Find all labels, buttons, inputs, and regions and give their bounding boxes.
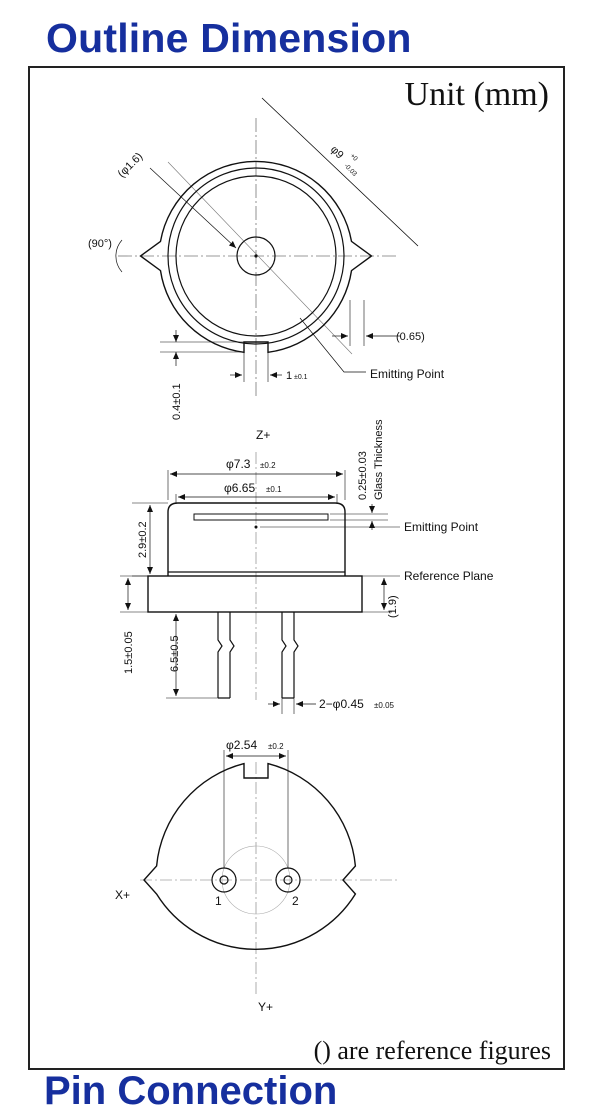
axis-y-label: Y+ <box>258 1000 273 1014</box>
pin-2-inner <box>283 875 293 885</box>
dim-16-leader <box>149 167 237 249</box>
dim-665-tol: ±0.1 <box>266 485 282 494</box>
cap-outline <box>167 502 346 576</box>
outline-drawing: (φ1.6) φ9 +0 -0.03 (90°) (0.65) 0.4±0.1 … <box>88 97 494 1014</box>
pin-1 <box>217 612 235 699</box>
bottom-stem-circle <box>221 845 291 915</box>
dim-73-tol: ±0.2 <box>260 461 276 470</box>
glass-thickness-label: Glass Thickness <box>373 419 385 500</box>
reference-note: () are reference figures <box>313 1036 551 1065</box>
unit-label: Unit (mm) <box>404 76 549 113</box>
pin-1-label: 1 <box>215 894 222 908</box>
top-view-flange <box>139 160 373 354</box>
pin-2-label: 2 <box>292 894 299 908</box>
axis-z-label: Z+ <box>256 428 270 442</box>
dim-19-label: (1.9) <box>387 595 399 618</box>
top-emitting-point-leader <box>299 317 366 373</box>
top-view-diagonal-1 <box>167 161 353 355</box>
top-view: (φ1.6) φ9 +0 -0.03 (90°) (0.65) 0.4±0.1 … <box>88 97 445 420</box>
bottom-flange <box>143 762 357 950</box>
page-title: Outline Dimension <box>46 15 412 61</box>
dim-254-label: φ2.54 <box>226 738 257 752</box>
dim-1-label: 1 <box>286 370 292 382</box>
side-emitting-point <box>254 525 258 529</box>
top-view-emitting-point <box>254 254 258 258</box>
dim-29-label: 2.9±0.2 <box>137 521 149 558</box>
top-view-window <box>236 236 276 276</box>
top-view-cap-outer <box>167 167 345 345</box>
next-section-title: Pin Connection <box>44 1069 338 1113</box>
top-emitting-point-label: Emitting Point <box>370 367 445 381</box>
flange <box>147 575 363 613</box>
side-view: Z+ φ7.3 ±0.2 φ6.65 ±0.1 0.25±0.03 Glass … <box>120 419 494 714</box>
dim-73-label: φ7.3 <box>226 457 251 471</box>
dim-025-label: 0.25±0.03 <box>357 451 369 500</box>
dim-90-arc <box>115 239 123 273</box>
dim-90-label: (90°) <box>88 238 112 250</box>
dim-254-tol: ±0.2 <box>268 742 284 751</box>
dim-04-label: 0.4±0.1 <box>171 383 183 420</box>
dim-9-tol-upper: +0 <box>349 152 359 162</box>
dim-16-label: (φ1.6) <box>116 151 146 181</box>
dim-15-label: 1.5±0.05 <box>123 631 135 674</box>
dim-065-label: (0.65) <box>396 331 425 343</box>
drawing-frame: Unit (mm) () are reference figures <box>28 66 565 1070</box>
top-view-cap-inner <box>175 175 337 337</box>
dim-pin-label: 2−φ0.45 <box>319 697 364 711</box>
dim-pin-tol: ±0.05 <box>374 701 395 710</box>
dim-9-line <box>261 97 419 247</box>
dim-1-tol: ±0.1 <box>294 374 308 381</box>
reference-plane-label: Reference Plane <box>404 569 494 583</box>
side-emitting-point-label: Emitting Point <box>404 520 479 534</box>
dim-9-tol-lower: -0.03 <box>343 162 359 178</box>
pin-1-inner <box>219 875 229 885</box>
axis-x-label: X+ <box>115 888 130 902</box>
dim-665-label: φ6.65 <box>224 481 255 495</box>
dim-9-label: φ9 <box>328 144 346 162</box>
pin-2 <box>281 612 299 699</box>
dim-65-label: 6.5±0.5 <box>169 635 181 672</box>
bottom-view: 1 2 X+ Y+ φ2.54 ±0.2 <box>115 738 398 1014</box>
glass-window <box>193 513 329 521</box>
